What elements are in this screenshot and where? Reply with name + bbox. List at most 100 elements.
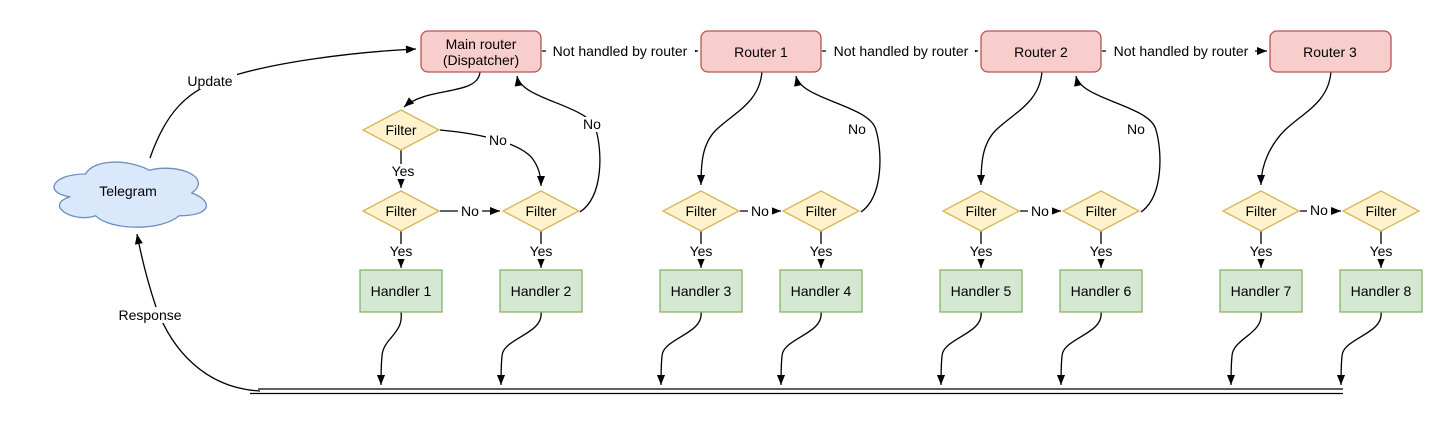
yes-g3-right-label: Yes	[1370, 243, 1393, 259]
yes-g2-right-label-bg	[1087, 244, 1115, 259]
response-label: Response	[118, 307, 181, 323]
yes-g3-left-label: Yes	[1250, 243, 1273, 259]
router-2-label: Router 2	[1014, 44, 1068, 60]
no-mid-g3-label-bg	[1307, 204, 1331, 219]
no-return-g0-label-bg	[580, 117, 604, 132]
no-return-g2-label-bg	[1124, 122, 1148, 137]
telegram-label: Telegram	[99, 183, 157, 199]
no-mid-g0-label: No	[461, 203, 479, 219]
handler-3-label: Handler 3	[671, 283, 732, 299]
edge-update	[149, 45, 417, 159]
not-handled-3-label-bg	[1106, 44, 1255, 59]
edge-handler-1-to-bus	[377, 311, 402, 386]
yes-g0-right-label-bg	[527, 244, 555, 259]
not-handled-1-label: Not handled by router	[553, 43, 688, 59]
no-mid-g1-label: No	[751, 203, 769, 219]
edge-handler-7-to-bus	[1227, 311, 1262, 386]
no-mid-g1-label-bg	[748, 204, 772, 219]
not-handled-2-label: Not handled by router	[834, 43, 969, 59]
filter-g2-right-label: Filter	[1085, 203, 1116, 219]
no-branch-g0-label: No	[489, 132, 507, 148]
filter-node-g1-left	[661, 190, 741, 232]
filter-g2-left-label: Filter	[965, 203, 996, 219]
edge-return-g1	[794, 75, 881, 213]
filter-g0-right-label: Filter	[525, 203, 556, 219]
yes-g0-top-label-bg	[389, 164, 417, 179]
yes-g0-top-label: Yes	[392, 163, 415, 179]
yes-g0-right-label: Yes	[530, 243, 553, 259]
handler-6-label: Handler 6	[1071, 283, 1132, 299]
yes-g3-right-label-bg	[1367, 244, 1395, 259]
yes-g1-right-label: Yes	[810, 243, 833, 259]
event-bus	[250, 388, 1343, 395]
handler-8-node	[1339, 269, 1423, 313]
router-1-node	[700, 30, 822, 73]
update-label: Update	[187, 73, 232, 89]
handler-4-label: Handler 4	[791, 283, 852, 299]
yes-g3-left-label-bg	[1247, 244, 1275, 259]
no-mid-g2-label: No	[1031, 203, 1049, 219]
handler-8-label: Handler 8	[1351, 283, 1412, 299]
yes-g0-left-label: Yes	[390, 243, 413, 259]
update-label-bg	[183, 73, 237, 89]
handler-1-node	[359, 269, 443, 313]
handler-5-node	[939, 269, 1023, 313]
edge-return-g0	[514, 75, 601, 213]
edge-dispatch-g2	[977, 70, 1043, 186]
filter-node-g2-left	[941, 190, 1021, 232]
filter-node-g3-right	[1341, 190, 1421, 232]
edge-dispatch-g3	[1257, 70, 1332, 186]
not-handled-3-label: Not handled by router	[1114, 43, 1249, 59]
no-return-g1-label-bg	[845, 122, 869, 137]
handler-2-label: Handler 2	[511, 283, 572, 299]
edge-dispatch-g1	[697, 70, 763, 186]
edge-handler-5-to-bus	[937, 311, 982, 386]
filter-g0-top-label: Filter	[385, 122, 416, 138]
filter-node-g3-left	[1221, 190, 1301, 232]
response-label-bg	[116, 307, 185, 323]
yes-g2-right-label: Yes	[1090, 243, 1113, 259]
edge-return-g2	[1074, 75, 1161, 213]
yes-g1-right-label-bg	[807, 244, 835, 259]
filter-g0-left-label: Filter	[385, 203, 416, 219]
no-mid-g0-label-bg	[458, 204, 482, 219]
edge-handler-2-to-bus	[497, 311, 542, 386]
edge-handler-8-to-bus	[1337, 311, 1382, 386]
filter-node-g1-right	[781, 190, 861, 232]
router-2-node	[980, 30, 1102, 73]
edge-handler-6-to-bus	[1057, 311, 1102, 386]
handler-7-label: Handler 7	[1231, 283, 1292, 299]
edge-dispatch-g0	[403, 71, 481, 108]
not-handled-2-label-bg	[826, 44, 975, 59]
handler-4-node	[779, 269, 863, 313]
yes-g1-left-label-bg	[687, 244, 715, 259]
no-branch-g0-label-bg	[486, 133, 510, 148]
yes-g2-left-label: Yes	[970, 243, 993, 259]
filter-node-g2-right	[1061, 190, 1141, 232]
no-return-g0-label: No	[583, 116, 601, 132]
filter-g3-right-label: Filter	[1365, 203, 1396, 219]
no-mid-g3-label: No	[1310, 202, 1328, 218]
yes-g1-left-label: Yes	[690, 243, 713, 259]
router-3-node	[1269, 30, 1392, 73]
yes-g2-left-label-bg	[967, 244, 995, 259]
router-3-label: Router 3	[1303, 44, 1357, 60]
edge-no-branch-g0	[439, 129, 545, 187]
handler-5-label: Handler 5	[951, 283, 1012, 299]
router-1-label: Router 1	[734, 44, 788, 60]
main-router-label-line2: (Dispatcher)	[443, 52, 519, 68]
handler-2-node	[499, 269, 583, 313]
main-router-label-line1: Main router	[446, 36, 517, 52]
handler-3-node	[659, 269, 743, 313]
filter-node-g0-left	[361, 190, 441, 232]
handler-1-label: Handler 1	[371, 283, 432, 299]
not-handled-1-label-bg	[546, 44, 695, 59]
telegram-cloud	[53, 161, 208, 228]
handler-7-node	[1219, 269, 1303, 313]
yes-g0-left-label-bg	[387, 244, 415, 259]
edge-handler-3-to-bus	[657, 311, 702, 386]
no-return-g2-label: No	[1127, 121, 1145, 137]
filter-g1-right-label: Filter	[805, 203, 836, 219]
